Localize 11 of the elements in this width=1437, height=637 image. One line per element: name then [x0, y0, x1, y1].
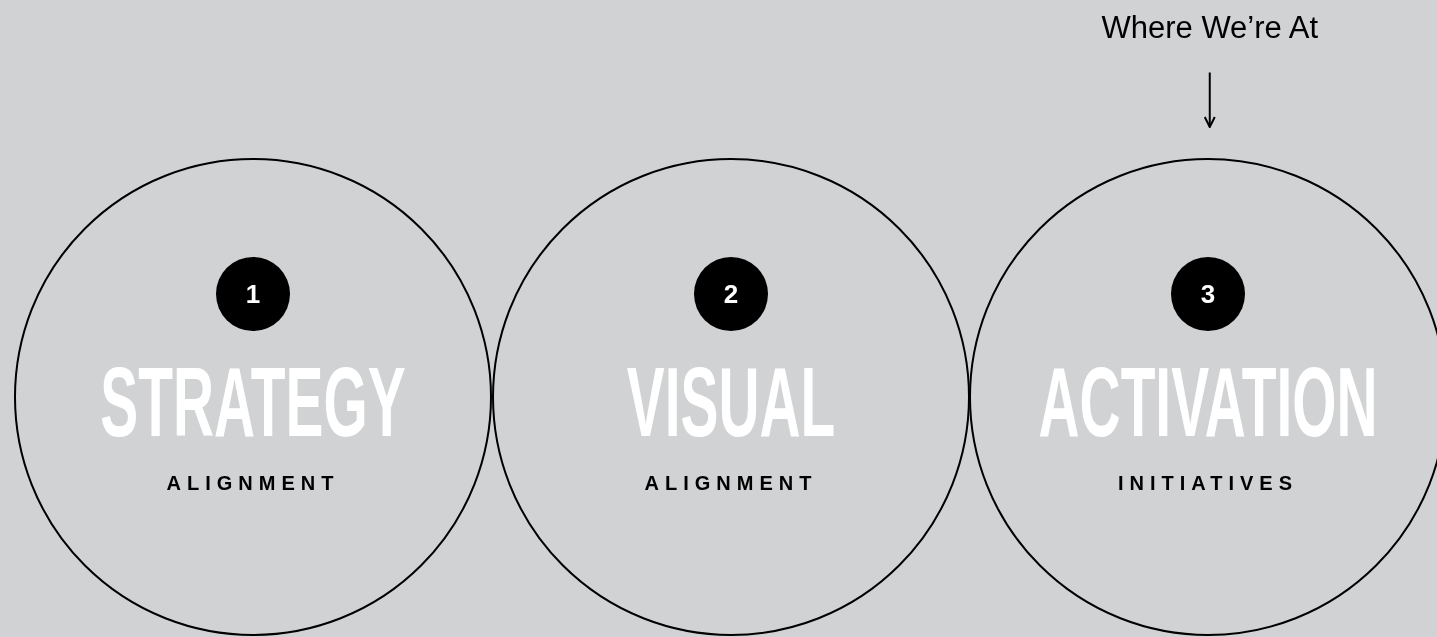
pointer-label: Where We’re At	[1101, 11, 1318, 43]
arrow	[1203, 71, 1216, 128]
stage-circle	[14, 158, 492, 636]
stage-circle	[969, 158, 1437, 636]
stage-subtitle: INITIATIVES	[1117, 473, 1299, 493]
stage-subtitle: ALIGNMENT	[166, 473, 340, 493]
stage-subtitle: ALIGNMENT	[644, 473, 818, 493]
number-badge: 2	[694, 257, 768, 331]
stage-circle	[492, 158, 970, 636]
number-badge: 1	[216, 257, 290, 331]
number-badge: 3	[1171, 257, 1245, 331]
